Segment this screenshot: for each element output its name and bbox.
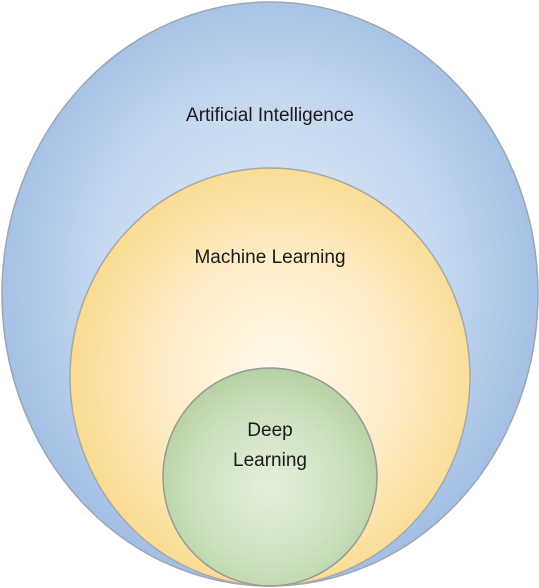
deep-learning-label-line2: Learning: [233, 450, 307, 471]
machine-learning-label: Machine Learning: [194, 247, 346, 268]
deep-learning-label-line1: Deep: [247, 420, 293, 441]
artificial-intelligence-label: Artificial Intelligence: [186, 105, 354, 126]
dl-inner-circle: [162, 367, 378, 587]
deep-learning-label: Deep Learning: [200, 416, 340, 476]
